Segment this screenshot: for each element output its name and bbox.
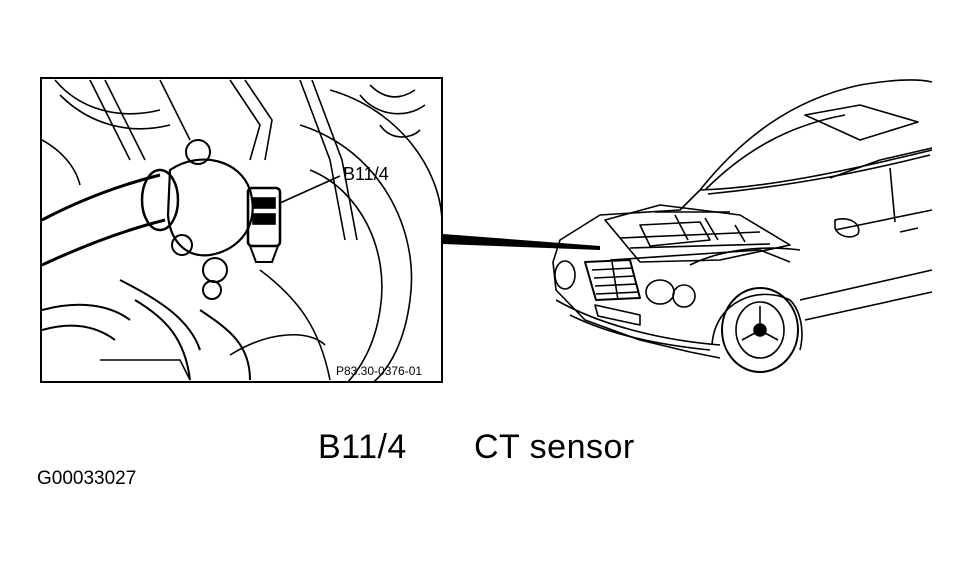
callout-label: B11/4: [343, 164, 389, 184]
figure-id: G00033027: [37, 468, 137, 489]
caption-component-code: B11/4: [318, 428, 407, 466]
engine-detail-inset: B11/4 P83.30-0376-01: [40, 77, 443, 383]
caption-component-description: CT sensor: [474, 428, 635, 466]
part-number-label: P83.30-0376-01: [336, 364, 422, 378]
car-illustration: [552, 79, 933, 373]
inset-frame: [40, 77, 443, 383]
pointer-arrow: [443, 234, 600, 250]
callout-leader-line: [279, 175, 341, 204]
